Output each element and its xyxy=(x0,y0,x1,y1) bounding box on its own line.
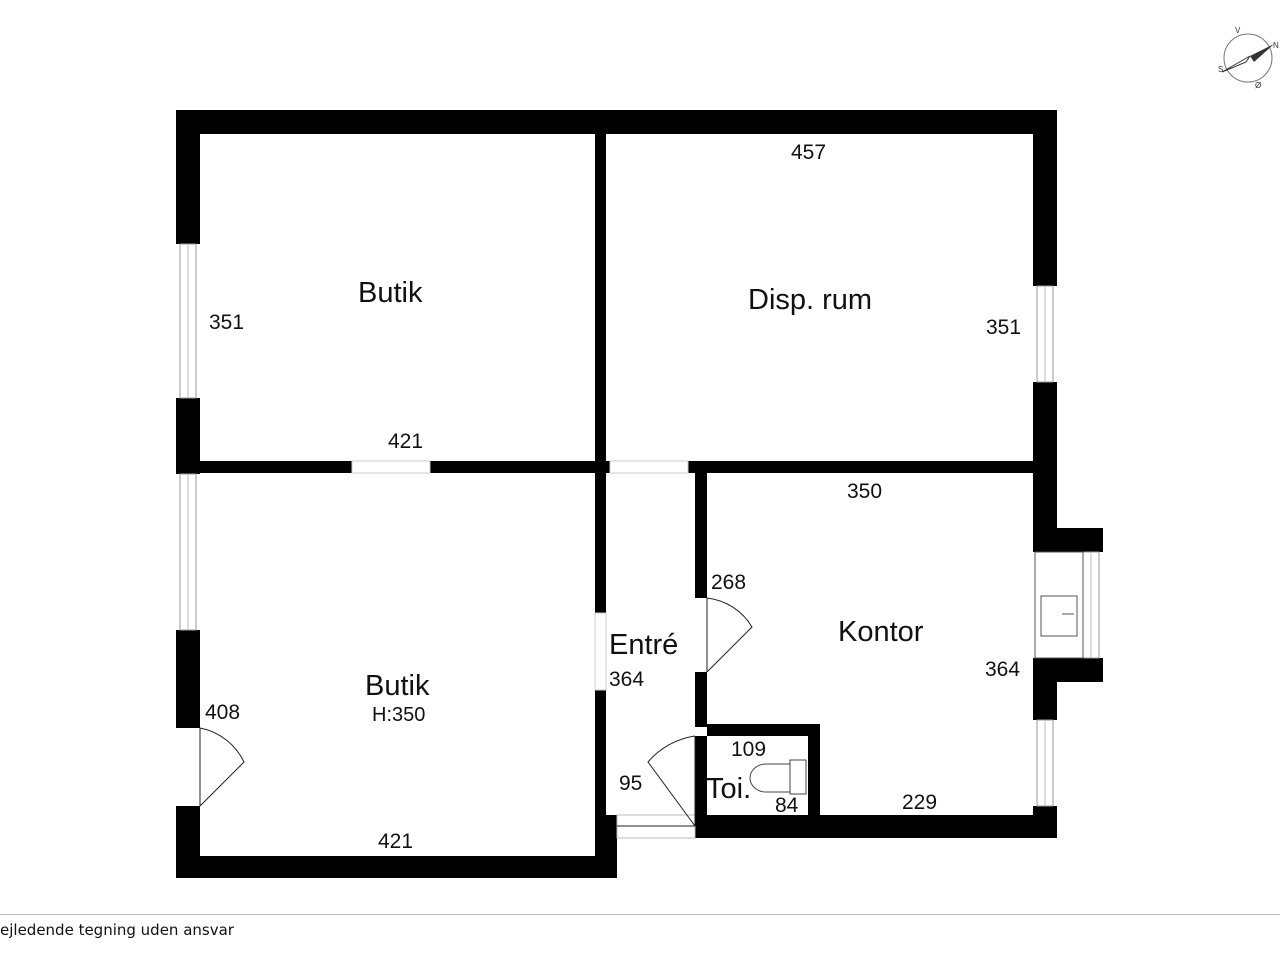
dimension-label: 457 xyxy=(791,141,826,164)
dimension-label: 421 xyxy=(388,430,423,453)
opening xyxy=(609,460,689,474)
dimension-label: 364 xyxy=(985,658,1020,681)
disclaimer-text: ejledende tegning uden ansvar xyxy=(0,921,234,939)
dimension-label: 229 xyxy=(902,791,937,814)
compass-letter-n: N xyxy=(1273,41,1279,50)
compass-letter-o: Ø xyxy=(1255,81,1261,90)
room-label-butik-bottom: Butik xyxy=(365,670,430,702)
dimension-label: 421 xyxy=(378,830,413,853)
dimension-label: 351 xyxy=(209,311,244,334)
room-label-entre: Entré xyxy=(609,629,678,661)
walls xyxy=(176,110,1103,878)
door-icon xyxy=(706,597,753,673)
dimension-label: 109 xyxy=(731,738,766,761)
compass-icon: N V S Ø xyxy=(1218,26,1279,90)
compass-letter-v: V xyxy=(1235,26,1241,35)
sink-icon xyxy=(1034,551,1084,659)
door-icon xyxy=(199,727,245,807)
dimension-label: 350 xyxy=(847,480,882,503)
room-label-disp-rum: Disp. rum xyxy=(748,284,872,316)
door-icon xyxy=(617,735,696,827)
room-label-butik-top: Butik xyxy=(358,277,423,309)
dimension-label: 364 xyxy=(609,668,644,691)
toilet-icon xyxy=(749,759,807,795)
room-label-kontor: Kontor xyxy=(838,616,924,648)
compass-letter-s: S xyxy=(1218,65,1223,74)
room-label-toilet: Toi. xyxy=(706,773,751,805)
dimension-label: 95 xyxy=(619,772,642,795)
opening xyxy=(351,460,431,474)
dimension-label: 268 xyxy=(711,571,746,594)
footer-divider xyxy=(0,914,1280,915)
dimension-label: 351 xyxy=(986,316,1021,339)
windows xyxy=(179,243,1100,839)
room-height-label: H:350 xyxy=(372,704,425,726)
opening xyxy=(594,612,607,691)
dimension-label: 84 xyxy=(775,794,799,817)
doors xyxy=(199,597,753,827)
dimension-label: 408 xyxy=(205,701,240,724)
